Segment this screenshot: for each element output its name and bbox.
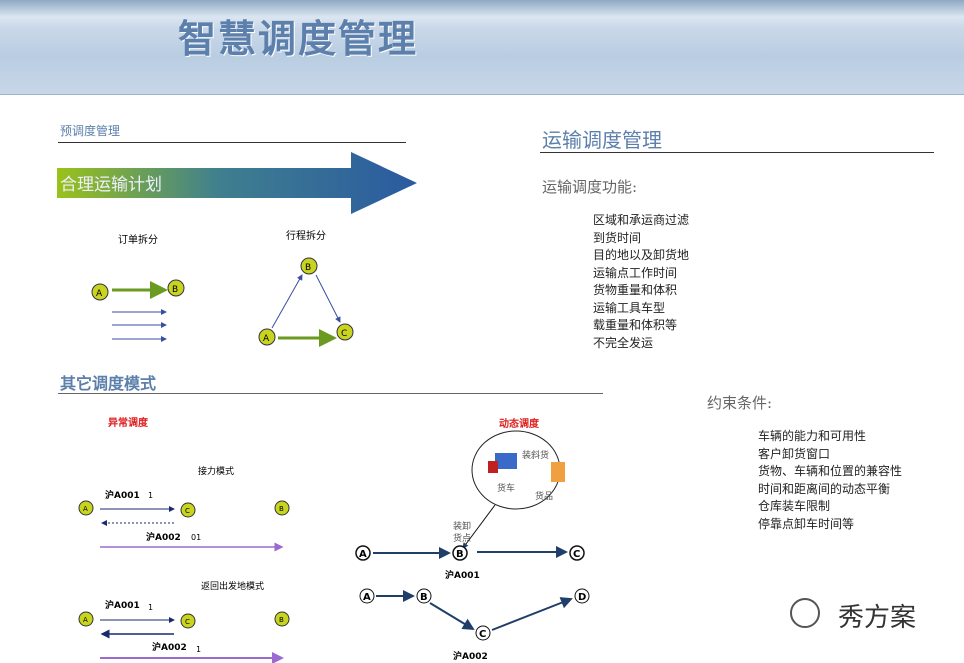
svg-text:沪A002: 沪A002 — [453, 650, 488, 662]
dynamic-diagram: 动态调度 装斜货 货车 货品 装卸 货点 A B C A B C D 沪A001… — [355, 417, 590, 662]
svg-text:沪A001: 沪A001 — [105, 489, 140, 501]
relay-label: 接力模式 — [198, 465, 234, 477]
list-item: 货物、车辆和位置的兼容性 — [758, 464, 903, 478]
svg-text:C: C — [185, 507, 190, 515]
svg-text:沪A002: 沪A002 — [146, 531, 181, 543]
list-item: 货物重量和体积 — [593, 283, 678, 297]
header-banner: 智慧调度管理 — [0, 0, 964, 95]
divider — [58, 142, 406, 143]
svg-text:1: 1 — [196, 645, 201, 654]
svg-text:沪A001: 沪A001 — [105, 599, 140, 611]
svg-text:A: A — [83, 505, 88, 513]
list-item: 区域和承运商过滤 — [593, 213, 690, 227]
constraints-list: 车辆的能力和可用性 客户卸货窗口 货物、车辆和位置的兼容性 时间和距离间的动态平… — [758, 427, 902, 532]
svg-text:C: C — [573, 549, 580, 560]
svg-text:C: C — [341, 329, 347, 339]
list-item: 不完全发运 — [593, 335, 654, 350]
abnormal-label: 异常调度 — [108, 416, 149, 429]
svg-text:B: B — [279, 616, 284, 624]
svg-text:C: C — [185, 618, 190, 626]
banner-text: 合理运输计划 — [60, 175, 162, 195]
trip-split-label: 行程拆分 — [286, 229, 326, 242]
pre-dispatch-title: 预调度管理 — [60, 124, 121, 138]
svg-text:A: A — [359, 549, 367, 560]
truck-icon — [495, 453, 517, 469]
svg-text:装卸: 装卸 — [453, 520, 471, 532]
watermark: 秀方案 — [838, 603, 917, 633]
svg-text:货点: 货点 — [453, 532, 471, 544]
divider — [58, 393, 603, 394]
list-item: 运输工具车型 — [593, 300, 666, 315]
node-c2: C — [336, 323, 354, 341]
svg-text:B: B — [172, 285, 178, 295]
order-split-label: 订单拆分 — [118, 233, 158, 246]
svg-text:1: 1 — [148, 603, 153, 612]
list-item: 客户卸货窗口 — [758, 446, 831, 461]
return-label: 返回出发地模式 — [201, 580, 264, 592]
svg-text:沪A001: 沪A001 — [445, 569, 480, 581]
goods-icon — [551, 462, 565, 482]
list-item: 到货时间 — [593, 230, 642, 245]
plan-arrow: 合理运输计划 — [57, 152, 417, 214]
svg-text:B: B — [305, 263, 311, 273]
svg-text:A: A — [83, 616, 88, 624]
svg-text:B: B — [420, 592, 428, 603]
svg-text:C: C — [479, 629, 486, 640]
svg-text:A: A — [96, 289, 103, 299]
wechat-icon — [790, 598, 820, 628]
node-b: B — [167, 279, 185, 297]
svg-text:B: B — [456, 549, 464, 560]
svg-text:B: B — [279, 505, 284, 513]
abnormal-diagram: 异常调度 接力模式 沪A001 1 A C B 沪A002 01 返回出发地模式 沪… — [78, 416, 290, 663]
dynamic-label: 动态调度 — [499, 417, 540, 430]
functions-title: 运输调度功能: — [542, 178, 638, 196]
functions-list: 区域和承运商过滤 到货时间 目的地以及卸货地 运输点工作时间 货物重量和体积 运… — [593, 211, 689, 351]
svg-text:D: D — [578, 592, 586, 603]
node-a: A — [91, 283, 109, 301]
split-diagram: 订单拆分 行程拆分 A B B A C — [91, 229, 354, 347]
svg-text:装斜货: 装斜货 — [522, 449, 549, 461]
list-item: 仓库装车限制 — [758, 499, 831, 513]
svg-text:A: A — [263, 334, 270, 344]
svg-text:货车: 货车 — [497, 482, 515, 494]
svg-text:货品: 货品 — [535, 490, 553, 502]
other-modes-title: 其它调度模式 — [60, 374, 157, 393]
divider — [540, 152, 934, 153]
node-b2: B — [300, 257, 318, 275]
list-item: 目的地以及卸货地 — [593, 248, 690, 262]
svg-text:沪A002: 沪A002 — [152, 641, 187, 653]
list-item: 停靠点卸车时间等 — [758, 516, 855, 531]
transport-title: 运输调度管理 — [542, 128, 662, 152]
svg-text:01: 01 — [191, 533, 201, 542]
svg-text:A: A — [363, 592, 371, 603]
svg-text:1: 1 — [148, 491, 153, 500]
node-a2: A — [258, 328, 276, 346]
list-item: 车辆的能力和可用性 — [758, 429, 867, 443]
constraints-title: 约束条件: — [707, 394, 773, 412]
list-item: 运输点工作时间 — [593, 265, 678, 280]
page-title: 智慧调度管理 — [178, 16, 419, 61]
list-item: 时间和距离间的动态平衡 — [758, 481, 891, 496]
list-item: 载重量和体积等 — [593, 318, 678, 332]
